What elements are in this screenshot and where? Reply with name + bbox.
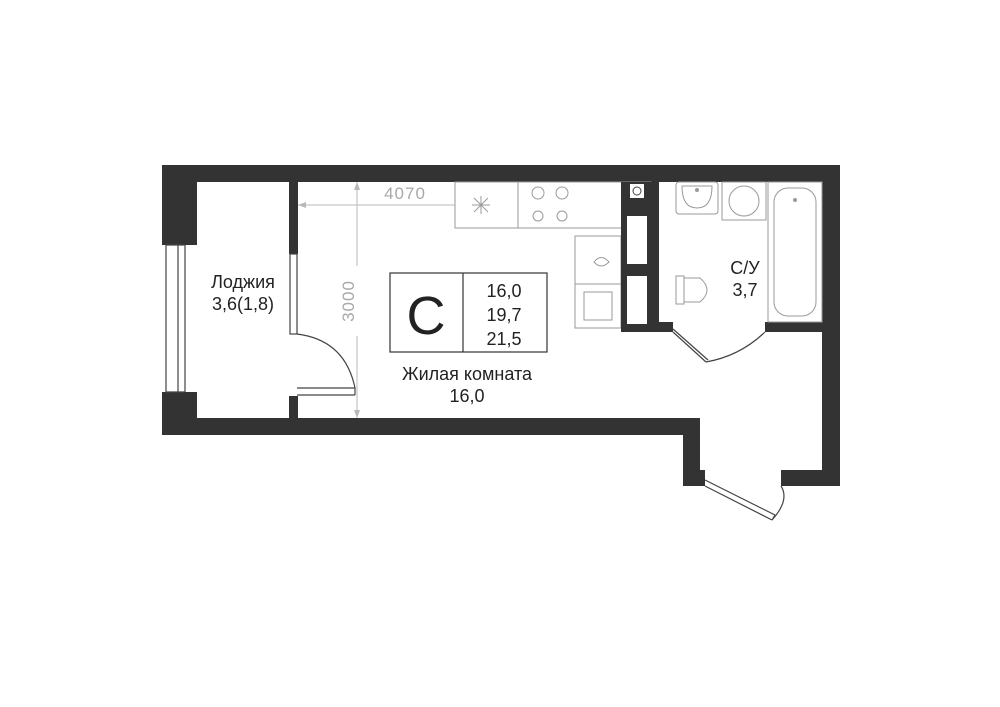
bathroom-area: 3,7: [732, 280, 757, 300]
stove-icon: [531, 186, 569, 222]
living-room-area: 16,0: [449, 386, 484, 406]
corridor-left-wall: [683, 418, 700, 486]
bathroom-wall-bottom-right: [765, 322, 825, 332]
loggia-wall-upper: [162, 165, 197, 245]
kitchen-counter: [454, 181, 652, 329]
bathroom-wall-left: [651, 182, 659, 332]
loggia-door-swing: [296, 333, 356, 389]
living-room-name: Жилая комната: [402, 364, 533, 384]
width-dimension-label: 4070: [384, 184, 426, 203]
total-area-with-loggia-value: 21,5: [486, 329, 521, 349]
bottom-wall: [162, 418, 700, 435]
kitchen-sink-icon: [593, 257, 610, 267]
ventilation-shafts: [621, 182, 653, 332]
right-wall: [822, 165, 840, 486]
interior-walls: [289, 182, 825, 420]
toilet: [675, 275, 708, 305]
living-area-value: 16,0: [486, 281, 521, 301]
loggia-door-leaf: [289, 253, 298, 335]
loggia-partition-lower: [289, 396, 298, 420]
dishwasher: [574, 283, 622, 329]
refrigerator-icon: [472, 196, 490, 214]
bathroom-name: С/У: [730, 258, 760, 278]
bathroom-fixtures: [675, 181, 823, 323]
bathroom-door[interactable]: [672, 328, 766, 363]
top-wall: [162, 165, 840, 182]
total-area-value: 19,7: [486, 305, 521, 325]
apartment-info-box: [389, 272, 548, 353]
entrance-door[interactable]: [704, 479, 785, 521]
corridor-right-jamb: [781, 470, 840, 486]
outer-walls: [162, 165, 840, 486]
apartment-type-letter: С: [407, 286, 446, 346]
loggia-partition-upper: [289, 182, 298, 254]
loggia-door[interactable]: [289, 253, 356, 396]
loggia-area: 3,6(1,8): [212, 294, 274, 314]
height-dimension-label: 3000: [339, 280, 358, 322]
bathroom-wall-bottom-left: [651, 322, 673, 332]
loggia-name: Лоджия: [211, 272, 275, 292]
loggia-window: [165, 244, 186, 393]
corridor-left-jamb: [683, 470, 705, 486]
